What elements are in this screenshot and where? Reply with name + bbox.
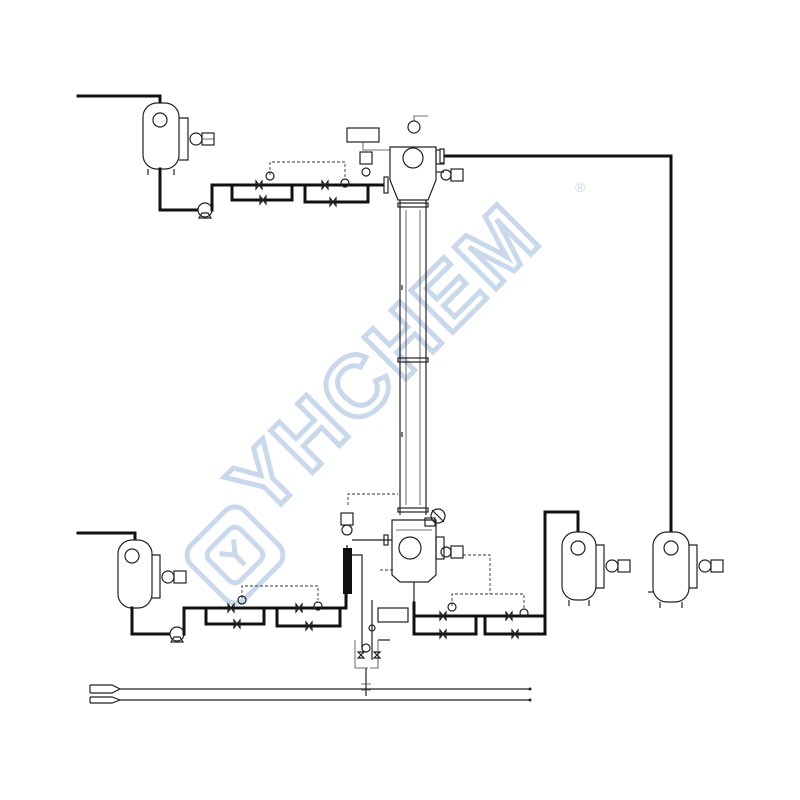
reboiler-gauge-icon bbox=[424, 508, 446, 527]
bottom-feed-tank bbox=[117, 539, 153, 609]
bottom-feed-instrument-icon bbox=[161, 570, 187, 584]
utility-header-lines bbox=[89, 684, 532, 704]
bottom-right-valve-icon bbox=[439, 610, 519, 640]
top-feed-pump-icon bbox=[197, 202, 213, 219]
main-column bbox=[340, 115, 464, 583]
bottom-feed-pump-icon bbox=[169, 626, 185, 643]
bottom-right-receiver-section bbox=[412, 510, 724, 640]
receiver-tank-1 bbox=[561, 531, 597, 601]
top-feed-instrument-icon bbox=[189, 132, 215, 146]
top-feed-tank bbox=[142, 102, 180, 175]
watermark-text: YHCHEM bbox=[211, 185, 559, 533]
receiver-tank-1-instrument-icon bbox=[605, 559, 631, 573]
bottom-outlet-section bbox=[354, 569, 415, 696]
top-feed-valve-icon bbox=[255, 179, 337, 208]
receiver-tank-2 bbox=[652, 531, 690, 603]
receiver-tank-2-instrument-icon bbox=[698, 559, 724, 573]
top-feed-tank-section bbox=[76, 94, 389, 219]
top-separator-instrument-icon bbox=[440, 168, 464, 182]
condenser-heat-exchanger-icon bbox=[343, 545, 352, 598]
top-control-box bbox=[346, 127, 380, 143]
bottom-feed-tank-section bbox=[76, 531, 363, 650]
bottom-reboiler-instrument-icon bbox=[440, 545, 464, 559]
top-return-line bbox=[439, 148, 673, 532]
top-gauge-icon bbox=[407, 120, 421, 134]
watermark-logo-icon bbox=[184, 504, 286, 606]
watermark-registered-mark: ® bbox=[575, 179, 586, 195]
bottom-feed-valve-icon bbox=[227, 602, 313, 632]
